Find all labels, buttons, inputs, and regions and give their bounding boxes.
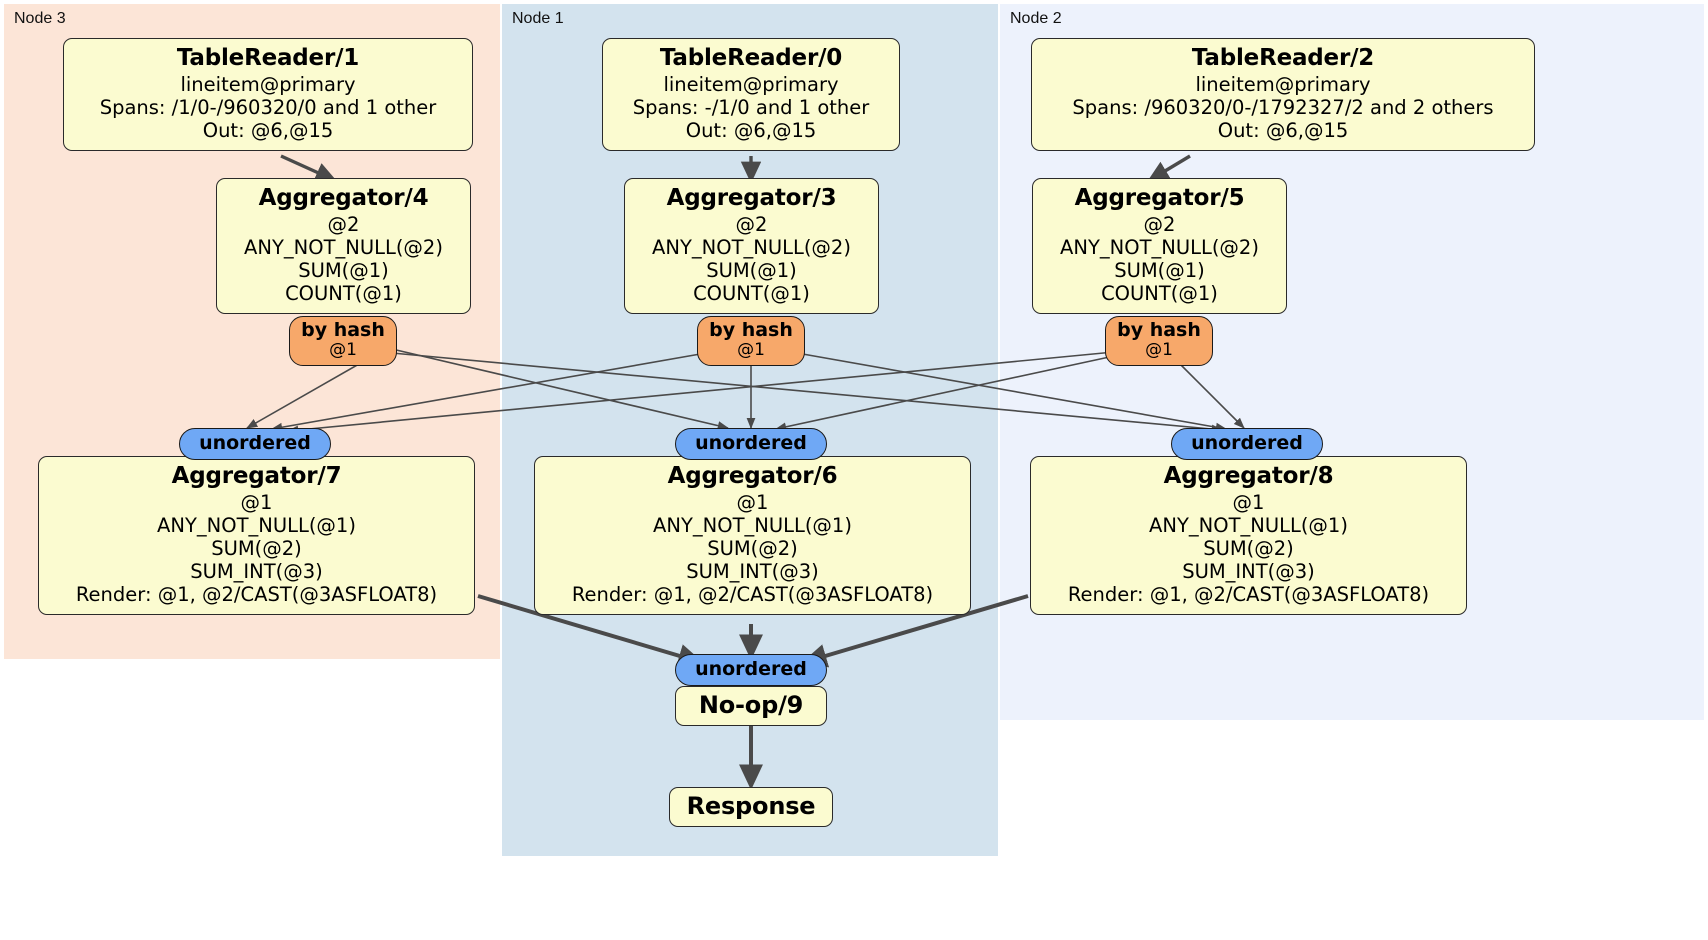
processor-title: No-op/9: [698, 691, 804, 719]
node-panel-label-node2: Node 2: [1010, 10, 1062, 27]
processor-detail: SUM(@1): [298, 259, 389, 283]
processor-render: Render: @1, @2/CAST(@3ASFLOAT8): [1067, 583, 1430, 607]
processor-render: Render: @1, @2/CAST(@3ASFLOAT8): [571, 583, 934, 607]
processor-detail: SUM(@2): [1203, 537, 1294, 561]
processor-detail: SUM(@1): [706, 259, 797, 283]
processor-title: TableReader/1: [176, 45, 360, 71]
processor-detail: lineitem@primary: [1195, 73, 1371, 97]
synchronizer-unordered-mid[interactable]: unordered: [675, 428, 827, 461]
router-label: by hash: [1117, 319, 1201, 341]
synchronizer-unordered-final[interactable]: unordered: [675, 654, 827, 687]
router-by-hash-mid[interactable]: by hash @1: [697, 316, 805, 367]
processor-detail: COUNT(@1): [693, 282, 810, 306]
router-by-hash-left[interactable]: by hash @1: [289, 316, 397, 367]
processor-detail: ANY_NOT_NULL(@1): [157, 514, 356, 538]
processor-detail: @2: [327, 213, 360, 237]
processor-detail: @1: [240, 491, 273, 515]
processor-title: TableReader/0: [659, 45, 843, 71]
synchronizer-unordered-right[interactable]: unordered: [1171, 428, 1323, 461]
processor-detail: Spans: /1/0-/960320/0 and 1 other: [99, 96, 437, 120]
processor-title: Aggregator/6: [667, 463, 838, 489]
processor-aggregator-8[interactable]: Aggregator/8 @1 ANY_NOT_NULL(@1) SUM(@2)…: [1030, 456, 1467, 616]
processor-title: Aggregator/4: [258, 185, 429, 211]
router-column: @1: [737, 340, 765, 361]
processor-detail: lineitem@primary: [663, 73, 839, 97]
processor-detail: @2: [735, 213, 768, 237]
processor-detail: ANY_NOT_NULL(@1): [653, 514, 852, 538]
processor-detail: Spans: -/1/0 and 1 other: [632, 96, 870, 120]
processor-detail: Spans: /960320/0-/1792327/2 and 2 others: [1072, 96, 1494, 120]
processor-detail: ANY_NOT_NULL(@2): [1060, 236, 1259, 260]
router-column: @1: [329, 340, 357, 361]
processor-table-reader-1[interactable]: TableReader/1 lineitem@primary Spans: /1…: [63, 38, 473, 152]
processor-title: Aggregator/7: [171, 463, 342, 489]
node-panel-label-node3: Node 3: [14, 10, 66, 27]
processor-detail: Out: @6,@15: [685, 119, 817, 143]
processor-render: Render: @1, @2/CAST(@3ASFLOAT8): [75, 583, 438, 607]
processor-detail: COUNT(@1): [1101, 282, 1218, 306]
processor-detail: SUM(@2): [707, 537, 798, 561]
router-column: @1: [1145, 340, 1173, 361]
processor-detail: ANY_NOT_NULL(@2): [244, 236, 443, 260]
processor-detail: SUM(@2): [211, 537, 302, 561]
router-by-hash-right[interactable]: by hash @1: [1105, 316, 1213, 367]
processor-detail: Out: @6,@15: [202, 119, 334, 143]
processor-title: TableReader/2: [1191, 45, 1375, 71]
node-panel-label-node1: Node 1: [512, 10, 564, 27]
synchronizer-unordered-left[interactable]: unordered: [179, 428, 331, 461]
processor-detail: SUM_INT(@3): [686, 560, 819, 584]
processor-detail: SUM_INT(@3): [1182, 560, 1315, 584]
processor-title: Response: [686, 792, 816, 820]
processor-detail: SUM_INT(@3): [190, 560, 323, 584]
router-label: by hash: [301, 319, 385, 341]
processor-aggregator-7[interactable]: Aggregator/7 @1 ANY_NOT_NULL(@1) SUM(@2)…: [38, 456, 475, 616]
processor-response[interactable]: Response: [669, 787, 833, 828]
processor-detail: @2: [1143, 213, 1176, 237]
processor-no-op-9[interactable]: No-op/9: [675, 686, 827, 727]
processor-detail: COUNT(@1): [285, 282, 402, 306]
processor-detail: SUM(@1): [1114, 259, 1205, 283]
processor-aggregator-3[interactable]: Aggregator/3 @2 ANY_NOT_NULL(@2) SUM(@1)…: [624, 178, 879, 315]
router-label: by hash: [709, 319, 793, 341]
processor-table-reader-2[interactable]: TableReader/2 lineitem@primary Spans: /9…: [1031, 38, 1535, 152]
processor-aggregator-6[interactable]: Aggregator/6 @1 ANY_NOT_NULL(@1) SUM(@2)…: [534, 456, 971, 616]
processor-detail: @1: [1232, 491, 1265, 515]
processor-detail: Out: @6,@15: [1217, 119, 1349, 143]
processor-title: Aggregator/5: [1074, 185, 1245, 211]
processor-detail: ANY_NOT_NULL(@1): [1149, 514, 1348, 538]
processor-title: Aggregator/3: [666, 185, 837, 211]
processor-aggregator-5[interactable]: Aggregator/5 @2 ANY_NOT_NULL(@2) SUM(@1)…: [1032, 178, 1287, 315]
processor-detail: ANY_NOT_NULL(@2): [652, 236, 851, 260]
processor-detail: @1: [736, 491, 769, 515]
processor-aggregator-4[interactable]: Aggregator/4 @2 ANY_NOT_NULL(@2) SUM(@1)…: [216, 178, 471, 315]
processor-detail: lineitem@primary: [180, 73, 356, 97]
processor-table-reader-0[interactable]: TableReader/0 lineitem@primary Spans: -/…: [602, 38, 900, 152]
processor-title: Aggregator/8: [1163, 463, 1334, 489]
